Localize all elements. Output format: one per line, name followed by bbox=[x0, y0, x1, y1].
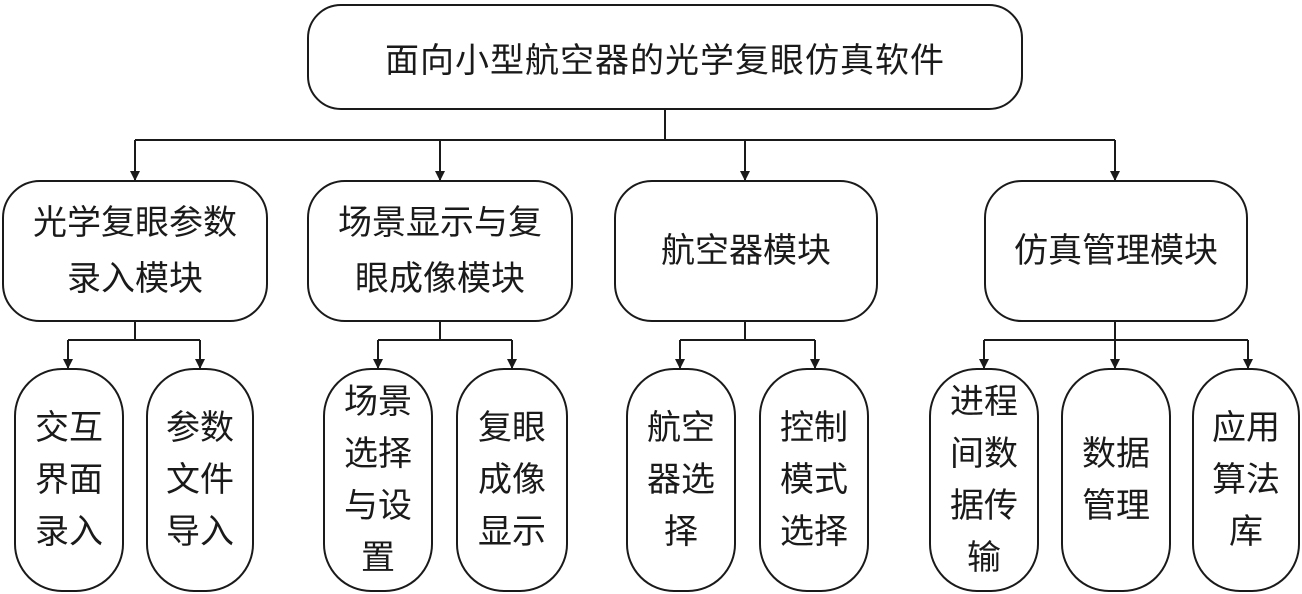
leaf-node-param-file-import: 参数 文件 导入 bbox=[146, 368, 254, 592]
module-label: 仿真管理模块 bbox=[1014, 231, 1218, 271]
leaf-node-data-management: 数据 管理 bbox=[1061, 368, 1171, 592]
module-label: 光学复眼参数 录入模块 bbox=[33, 203, 237, 299]
leaf-label: 应用 算法 库 bbox=[1212, 408, 1280, 552]
leaf-node-control-mode: 控制 模式 选择 bbox=[759, 368, 869, 592]
leaf-label: 参数 文件 导入 bbox=[166, 408, 234, 552]
leaf-label: 交互 界面 录入 bbox=[35, 408, 103, 552]
module-node-simulation-management: 仿真管理模块 bbox=[984, 180, 1248, 322]
module-label: 航空器模块 bbox=[661, 231, 831, 271]
leaf-node-interactive-input: 交互 界面 录入 bbox=[14, 368, 124, 592]
leaf-node-ipc-transfer: 进程 间数 据传 输 bbox=[929, 368, 1039, 592]
leaf-label: 复眼 成像 显示 bbox=[478, 408, 546, 552]
module-node-optical-params: 光学复眼参数 录入模块 bbox=[2, 180, 268, 322]
leaf-label: 航空 器选 择 bbox=[647, 408, 715, 552]
leaf-node-algorithm-library: 应用 算法 库 bbox=[1192, 368, 1300, 592]
leaf-node-scene-selection: 场景 选择 与设 置 bbox=[323, 368, 433, 592]
leaf-node-compound-eye-imaging: 复眼 成像 显示 bbox=[456, 368, 568, 592]
leaf-label: 场景 选择 与设 置 bbox=[344, 382, 412, 578]
root-label: 面向小型航空器的光学复眼仿真软件 bbox=[385, 40, 945, 81]
root-node: 面向小型航空器的光学复眼仿真软件 bbox=[307, 4, 1023, 110]
module-node-scene-display: 场景显示与复 眼成像模块 bbox=[307, 180, 573, 322]
leaf-label: 控制 模式 选择 bbox=[780, 408, 848, 552]
module-label: 场景显示与复 眼成像模块 bbox=[338, 203, 542, 299]
leaf-node-aircraft-selection: 航空 器选 择 bbox=[626, 368, 736, 592]
leaf-label: 进程 间数 据传 输 bbox=[950, 382, 1018, 578]
leaf-label: 数据 管理 bbox=[1082, 434, 1150, 526]
module-node-aircraft: 航空器模块 bbox=[614, 180, 878, 322]
